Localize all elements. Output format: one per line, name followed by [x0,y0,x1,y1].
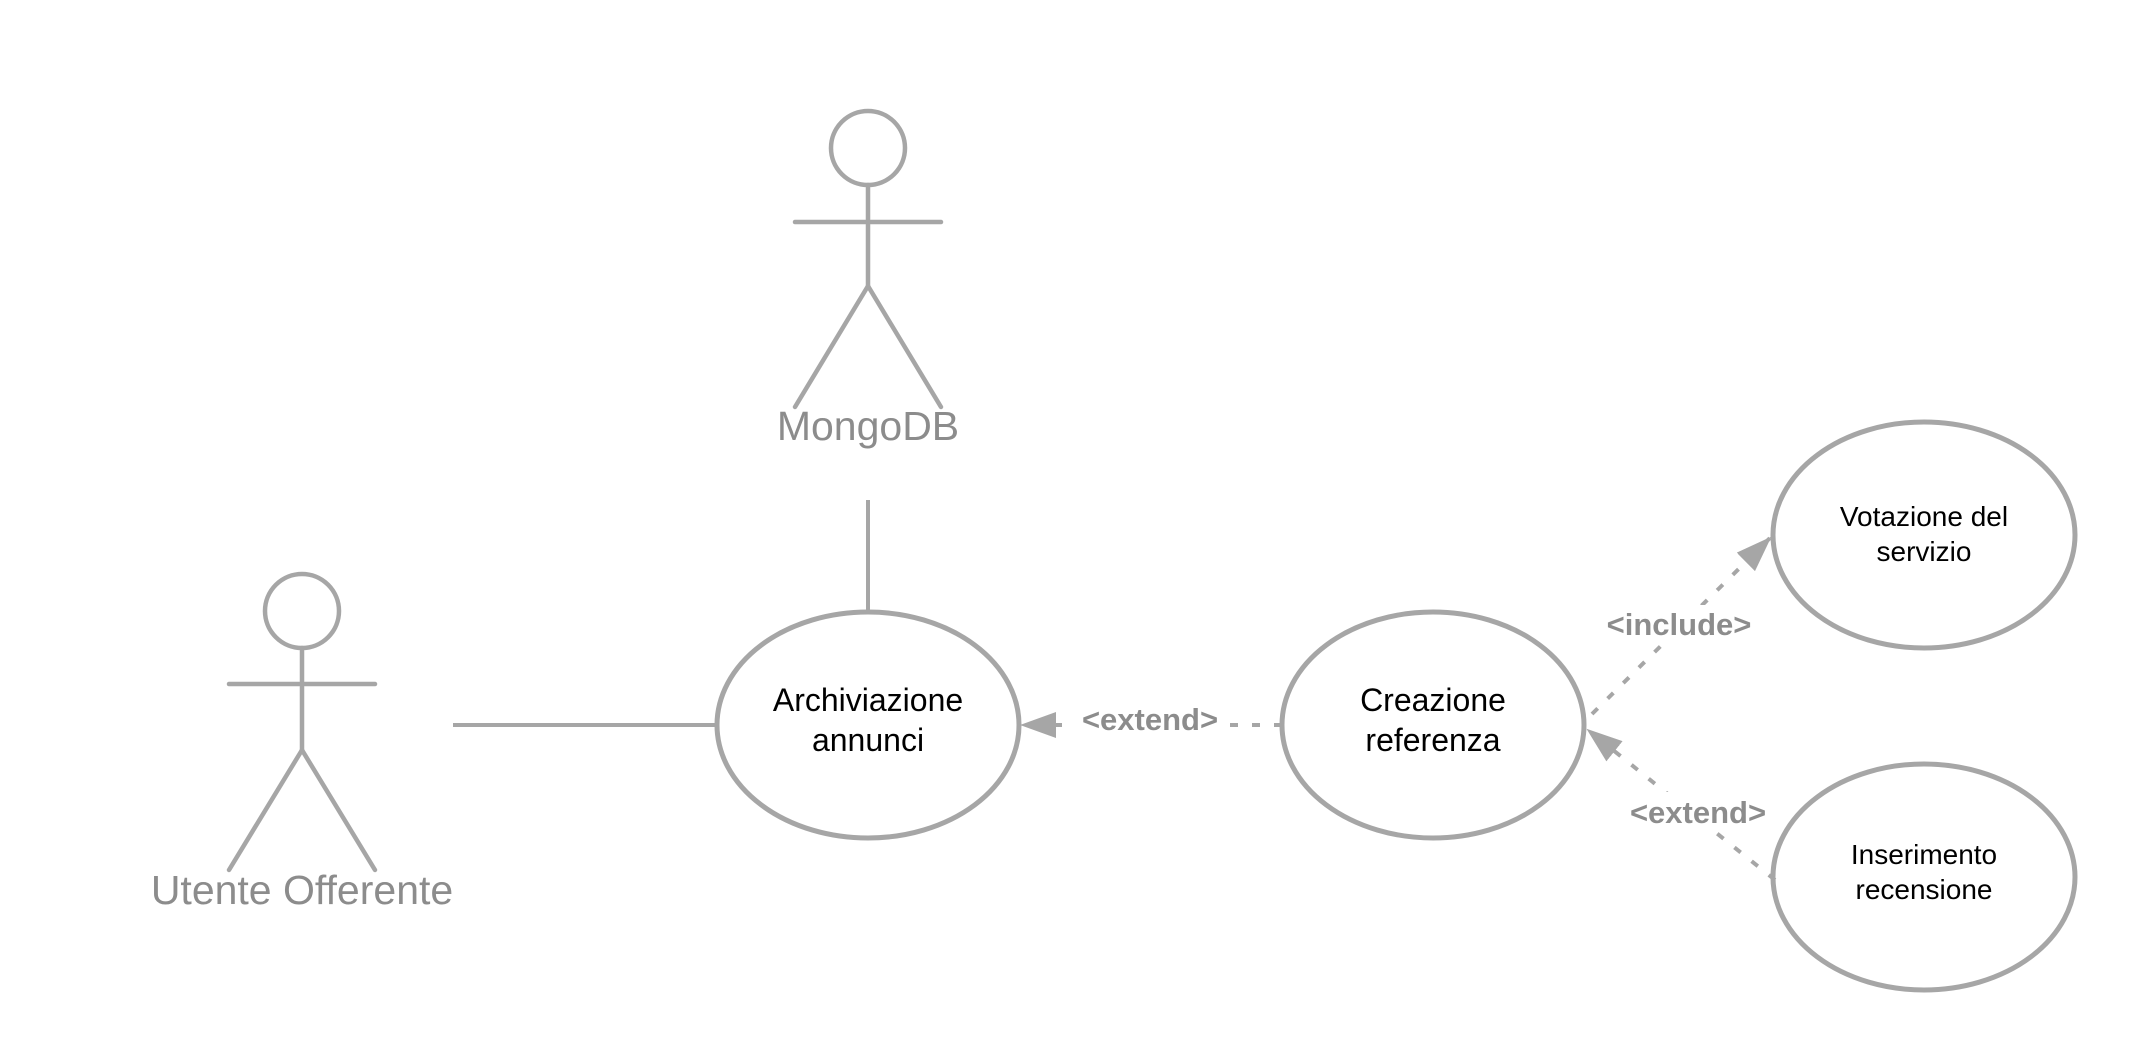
stereotype-label-extend: <extend> [1630,795,1766,830]
actor-mongodb[interactable]: MongoDB [777,108,959,449]
usecase-inserimento-recensione[interactable]: Inserimento recensione [1770,761,2078,993]
usecase-ellipse [714,609,1022,841]
relationship-include-creazione-votazione[interactable]: <include> [1590,536,1772,716]
label-backdrop [1624,792,1772,832]
actor-label-utente-offerente: Utente Offerente [151,867,453,913]
actor-utente-offerente[interactable]: Utente Offerente [151,571,453,913]
stereotype-label-include: <include> [1607,607,1752,642]
label-backdrop [1600,605,1758,645]
label-backdrop [1076,700,1224,740]
usecase-archiviazione-annunci[interactable]: Archiviazione annunci [714,609,1022,841]
usecase-ellipse [1770,419,2078,651]
usecase-label-line1: Inserimento [1851,839,1997,870]
usecase-label-line2: annunci [812,722,924,758]
usecase-votazione-del-servizio[interactable]: Votazione del servizio [1770,419,2078,651]
usecase-label-line2: recensione [1856,874,1993,905]
stereotype-label-extend: <extend> [1082,702,1218,737]
stick-figure-icon [792,108,944,410]
usecase-label-line1: Archiviazione [773,682,963,718]
actor-label-mongodb: MongoDB [777,403,959,449]
usecase-label-line2: referenza [1365,722,1500,758]
relationship-extend-creazione-archiviazione[interactable]: <extend> [1020,700,1282,740]
usecase-label-line1: Creazione [1360,682,1506,718]
usecase-creazione-referenza[interactable]: Creazione referenza [1279,609,1587,841]
relationship-extend-inserimento-creazione[interactable]: <extend> [1586,728,1777,882]
stick-figure-icon [226,571,378,873]
usecase-label-line2: servizio [1877,536,1972,567]
usecase-label-line1: Votazione del [1840,501,2008,532]
dashed-connector [1586,728,1777,882]
